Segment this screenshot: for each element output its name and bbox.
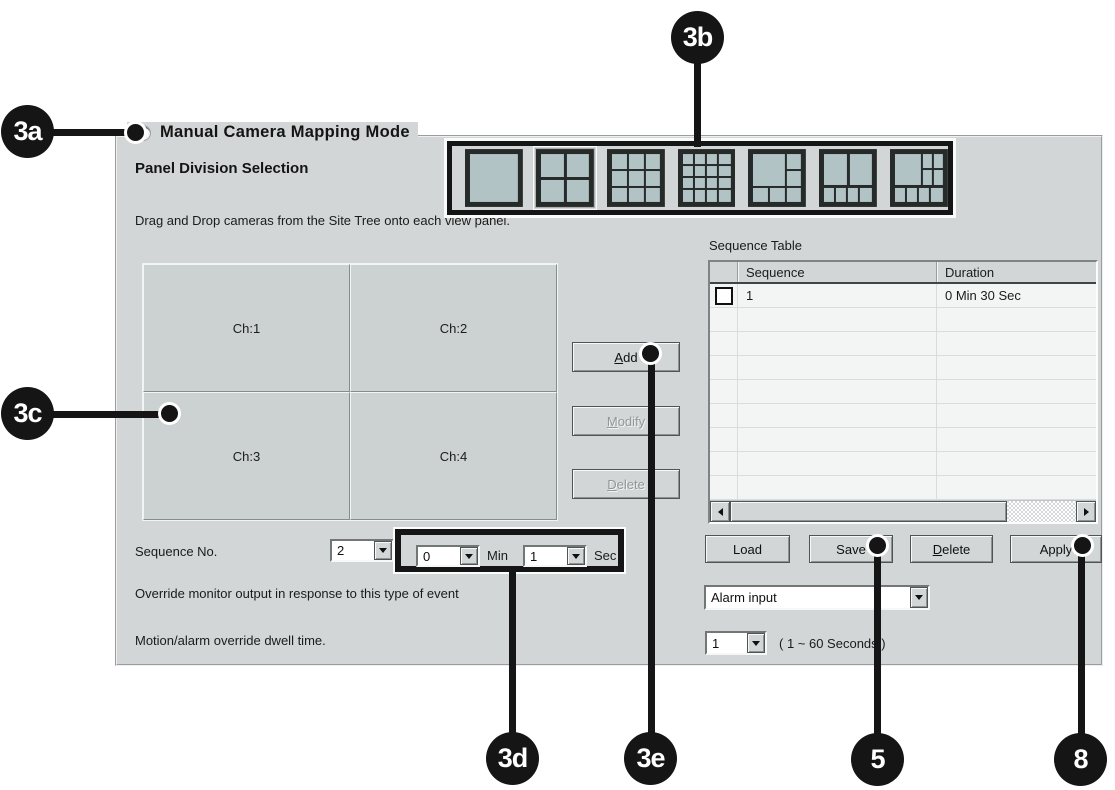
camera-panel-label: Ch:1 <box>232 320 261 336</box>
empty-table-row <box>710 476 1096 500</box>
sequence-column-header: Sequence <box>738 262 937 282</box>
callout-dot-3e <box>639 342 662 365</box>
table-row[interactable]: 1 0 Min 30 Sec <box>710 284 1096 308</box>
override-event-label: Override monitor output in response to t… <box>135 586 459 601</box>
camera-mapping-grid: Ch:1 Ch:2 Ch:3 Ch:4 <box>142 263 558 521</box>
dwell-range-label: ( 1 ~ 60 Seconds ) <box>779 636 886 651</box>
callout-line-3a <box>48 129 136 136</box>
callout-line-8 <box>1078 545 1085 737</box>
chevron-down-icon[interactable] <box>567 547 585 565</box>
panel-division-label: Panel Division Selection <box>135 160 309 177</box>
chevron-down-icon[interactable] <box>374 541 392 560</box>
empty-table-row <box>710 452 1096 476</box>
event-type-select[interactable]: Alarm input <box>704 585 930 610</box>
table-horizontal-scrollbar <box>710 500 1096 522</box>
chevron-down-icon[interactable] <box>910 587 928 608</box>
callout-line-3d <box>509 566 516 736</box>
override-dwell-select[interactable]: 1 <box>705 631 767 655</box>
division-single-icon[interactable] <box>465 149 523 207</box>
mode-legend: Manual Camera Mapping Mode <box>127 122 418 144</box>
empty-table-row <box>710 404 1096 428</box>
callout-line-5 <box>874 545 881 737</box>
duration-column-header: Duration <box>945 264 995 280</box>
callout-line-3c <box>48 411 172 418</box>
delete-sequence-button[interactable]: Delete <box>572 469 680 499</box>
callout-badge-5: 5 <box>851 733 904 786</box>
camera-panel-label: Ch:2 <box>439 320 468 336</box>
empty-table-row <box>710 428 1096 452</box>
camera-panel-1[interactable]: Ch:1 <box>143 264 350 392</box>
callout-badge-3c: 3c <box>1 387 54 440</box>
division-quad-icon[interactable] <box>532 146 597 210</box>
scrollbar-thumb[interactable] <box>730 501 1007 522</box>
sequence-table-label: Sequence Table <box>709 238 803 253</box>
scroll-right-button[interactable] <box>1076 501 1096 522</box>
division-two-plus-four-icon[interactable] <box>819 149 878 207</box>
callout-badge-3a: 3a <box>1 105 54 158</box>
callout-badge-3b: 3b <box>671 11 724 64</box>
camera-panel-label: Ch:3 <box>232 448 261 464</box>
add-button[interactable]: Add <box>572 342 680 372</box>
callout-dot-3c <box>158 402 181 425</box>
callout-line-3e <box>648 353 655 736</box>
empty-table-row <box>710 332 1096 356</box>
checkbox-column-header <box>710 262 738 282</box>
camera-panel-2[interactable]: Ch:2 <box>350 264 557 392</box>
sec-unit-label: Sec <box>594 548 617 563</box>
sequence-table-header: Sequence Duration <box>710 262 1096 284</box>
sequence-no-label: Sequence No. <box>135 544 218 559</box>
manual-camera-mapping-groupbox: Manual Camera Mapping Mode Panel Divisio… <box>115 122 1103 666</box>
scroll-left-button[interactable] <box>710 501 730 522</box>
panel-division-selector <box>447 141 953 215</box>
division-nine-icon[interactable] <box>606 149 665 207</box>
callout-dot-5 <box>866 534 889 557</box>
callout-badge-3d: 3d <box>486 732 539 785</box>
empty-table-row <box>710 356 1096 380</box>
division-one-plus-eight-icon[interactable] <box>890 149 949 207</box>
row-checkbox[interactable] <box>714 286 733 305</box>
division-one-plus-five-icon[interactable] <box>748 149 807 207</box>
callout-badge-3e: 3e <box>624 732 677 785</box>
duration-cell: 0 Min 30 Sec <box>945 288 1021 303</box>
callout-dot-3a <box>124 121 147 144</box>
camera-panel-label: Ch:4 <box>439 448 468 464</box>
callout-badge-8: 8 <box>1054 733 1107 786</box>
load-button[interactable]: Load <box>705 535 790 563</box>
delete-table-button[interactable]: Delete <box>910 535 993 563</box>
chevron-down-icon[interactable] <box>747 633 765 653</box>
chevron-down-icon[interactable] <box>460 547 478 565</box>
left-arrow-icon <box>717 507 723 516</box>
callout-dot-8 <box>1071 534 1094 557</box>
modify-button[interactable]: Modify <box>572 406 680 436</box>
sequence-no-select[interactable]: 2 <box>330 539 394 562</box>
division-sixteen-icon[interactable] <box>677 149 736 207</box>
empty-table-row <box>710 380 1096 404</box>
sequence-table: Sequence Duration 1 0 Min 30 Sec <box>708 260 1098 524</box>
empty-table-row <box>710 308 1096 332</box>
camera-panel-4[interactable]: Ch:4 <box>350 392 557 520</box>
sequence-cell: 1 <box>738 284 937 307</box>
motion-dwell-label: Motion/alarm override dwell time. <box>135 633 326 648</box>
scrollbar-track[interactable] <box>1007 501 1076 522</box>
dwell-min-select[interactable]: 0 <box>416 545 480 567</box>
drag-drop-instruction: Drag and Drop cameras from the Site Tree… <box>135 213 511 228</box>
callout-line-3b <box>694 58 701 147</box>
dwell-sec-select[interactable]: 1 <box>523 545 587 567</box>
right-arrow-icon <box>1083 507 1089 516</box>
min-unit-label: Min <box>487 548 508 563</box>
mode-title: Manual Camera Mapping Mode <box>160 123 410 141</box>
